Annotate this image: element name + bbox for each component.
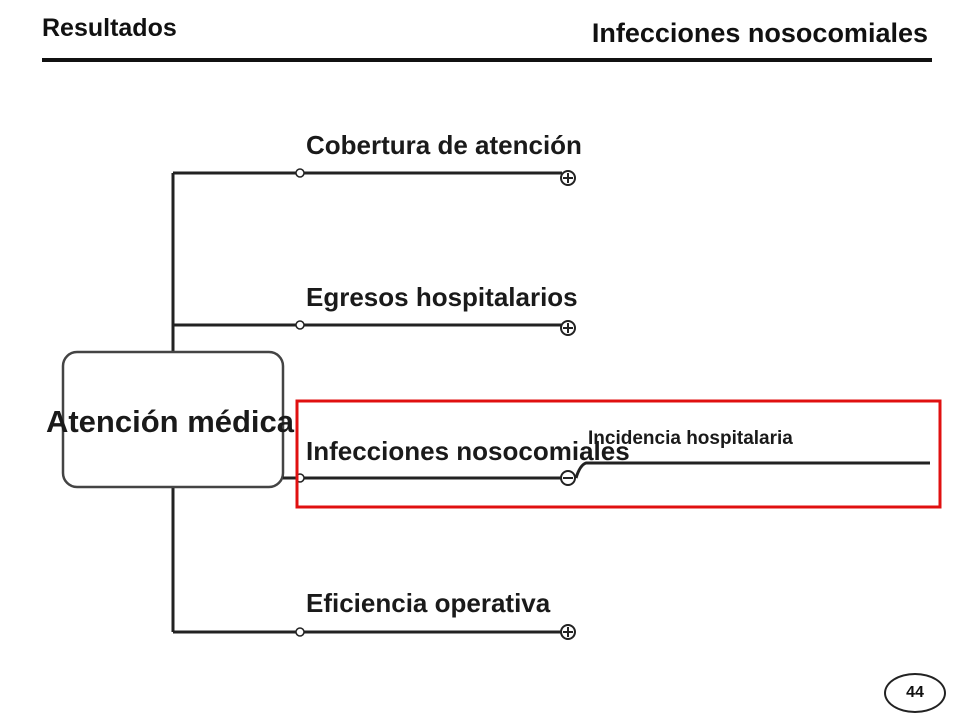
section-title: Resultados (42, 14, 177, 42)
child-incidencia[interactable]: Incidencia hospitalaria (574, 428, 930, 479)
branch-label: Infecciones nosocomiales (306, 436, 630, 466)
branch-cobertura[interactable]: Cobertura de atención (295, 130, 582, 178)
branch-label: Eficiencia operativa (306, 588, 551, 618)
highlight-box (295, 399, 942, 509)
collapse-toggle-icon[interactable] (560, 470, 576, 486)
branch-label: Egresos hospitalarios (306, 282, 578, 312)
expand-toggle-icon[interactable] (560, 170, 576, 186)
branch-egresos[interactable]: Egresos hospitalarios (295, 282, 578, 330)
branch-infecciones[interactable]: Infecciones nosocomiales (283, 436, 630, 483)
header-divider (42, 58, 932, 62)
branch-label: Cobertura de atención (306, 130, 582, 160)
expand-toggle-icon[interactable] (560, 624, 576, 640)
page-number-badge: 44 (884, 673, 946, 713)
root-node[interactable]: Atención médica (46, 350, 295, 489)
slide-title: Infecciones nosocomiales (591, 18, 928, 48)
expand-toggle-icon[interactable] (560, 320, 576, 336)
branch-eficiencia[interactable]: Eficiencia operativa (295, 588, 562, 637)
child-label: Incidencia hospitalaria (588, 428, 793, 449)
root-node-label: Atención médica (46, 404, 295, 439)
